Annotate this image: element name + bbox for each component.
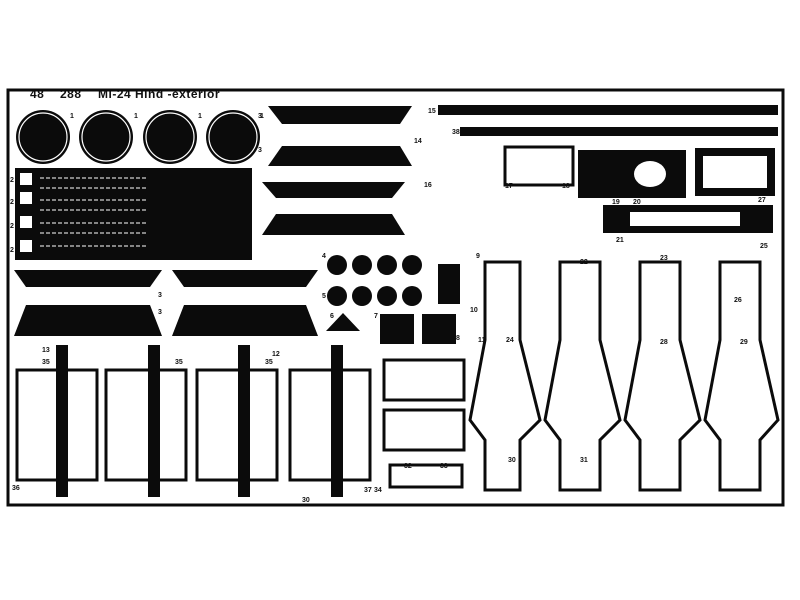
- part-number-label: 35: [175, 359, 183, 366]
- strip-part: [460, 127, 778, 136]
- part-number-label: 30: [508, 457, 516, 464]
- part-number-label: 36: [12, 485, 20, 492]
- part-number-label: 30: [302, 497, 310, 504]
- part-number-label: 3: [258, 147, 262, 154]
- part-number-label: 35: [42, 359, 50, 366]
- part-number-label: 2: [10, 247, 14, 254]
- part-number-label: 28: [660, 339, 668, 346]
- part-number-label: 24: [506, 337, 514, 344]
- part-number-label: 15: [428, 108, 436, 115]
- trapezoid-panels-left: [14, 270, 318, 336]
- part-number-label: 20: [633, 199, 641, 206]
- part-number-label: 2: [10, 223, 14, 230]
- part-number-label: 19: [612, 199, 620, 206]
- part-number-label: 14: [414, 138, 422, 145]
- part-number-label: 25: [760, 243, 768, 250]
- part-number-label: 9: [476, 253, 480, 260]
- grille-panel: [15, 168, 252, 260]
- part-number-label: 8: [456, 335, 460, 342]
- roundel: [143, 110, 197, 164]
- part-number-label: 2: [10, 177, 14, 184]
- part-number-label: 2: [10, 199, 14, 206]
- part-number-label: 3: [158, 292, 162, 299]
- part-number-label: 10: [470, 307, 478, 314]
- part-number-label: 11: [478, 337, 486, 344]
- part-number-label: 32: [404, 463, 412, 470]
- part-number-label: 31: [580, 457, 588, 464]
- part-number-label: 13: [42, 347, 50, 354]
- long-arm-parts: [468, 260, 780, 492]
- roundel: [206, 110, 260, 164]
- part-number-label: 22: [580, 259, 588, 266]
- part-number-label: 34: [374, 487, 382, 494]
- part-number-label: 3: [258, 113, 262, 120]
- part-number-label: 35: [265, 359, 273, 366]
- part-number-label: 23: [660, 255, 668, 262]
- roundel: [79, 110, 133, 164]
- part-number-label: 3: [158, 309, 162, 316]
- part-number-label: 1: [70, 113, 74, 120]
- part-number-label: 6: [330, 313, 334, 320]
- part-number-label: 21: [616, 237, 624, 244]
- part-number-label: 27: [758, 197, 766, 204]
- right-top-parts: [503, 145, 775, 233]
- part-number-label: 26: [734, 297, 742, 304]
- grid-parts: [382, 358, 466, 489]
- part-number-label: 1: [198, 113, 202, 120]
- part-number-label: 5: [322, 293, 326, 300]
- part-number-label: 18: [562, 183, 570, 190]
- part-number-label: 7: [374, 313, 378, 320]
- part-number-label: 33: [440, 463, 448, 470]
- roundel: [16, 110, 70, 164]
- part-number-label: 38: [452, 129, 460, 136]
- strip-part: [438, 105, 778, 115]
- part-number-label: 12: [272, 351, 280, 358]
- part-number-label: 29: [740, 339, 748, 346]
- lower-panels: [15, 345, 372, 497]
- part-number-label: 1: [134, 113, 138, 120]
- small-parts-middle: [326, 255, 460, 344]
- part-number-label: 37: [364, 487, 372, 494]
- part-number-label: 17: [505, 183, 513, 190]
- part-number-label: 16: [424, 182, 432, 189]
- part-number-label: 1: [260, 113, 264, 120]
- fret-frame: [6, 88, 785, 507]
- part-number-label: 4: [322, 253, 326, 260]
- roundel-group: [16, 110, 260, 164]
- trapezoid-panels-top: [262, 106, 412, 235]
